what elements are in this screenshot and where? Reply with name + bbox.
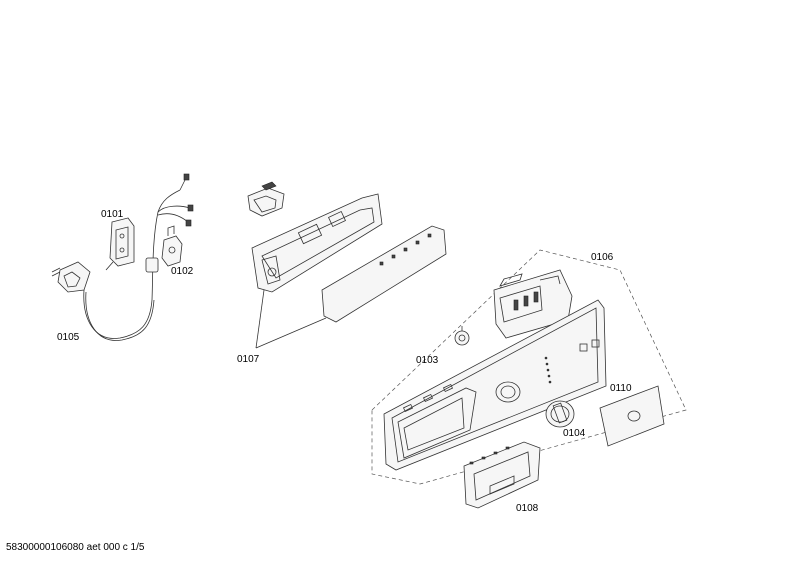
power-cord-part [51, 173, 194, 341]
bracket-part-0101 [105, 217, 135, 271]
label-0108: 0108 [516, 503, 539, 514]
label-0110: 0110 [610, 383, 632, 394]
document-footer-id: 58300000106080 aet 000 c 1/5 [6, 542, 145, 553]
label-0103: 0103 [416, 355, 439, 366]
label-0106: 0106 [591, 252, 614, 263]
leader-0107-b [255, 317, 327, 349]
clip-part [247, 181, 285, 217]
selector-module-part [493, 269, 573, 339]
label-0107: 0107 [237, 354, 260, 365]
control-housing-part-0107 [251, 193, 383, 293]
label-0102: 0102 [171, 266, 194, 277]
dial-part-0104 [545, 400, 575, 428]
label-0104: 0104 [563, 428, 586, 439]
drawer-handle-part-0108 [463, 441, 541, 509]
fascia-panel-part-0106 [383, 299, 607, 471]
label-0101: 0101 [101, 209, 124, 220]
knob-part-0103 [454, 326, 470, 346]
filter-part-0102 [161, 225, 183, 267]
cover-plate-part-0110 [599, 385, 665, 447]
circuit-board-part [321, 225, 447, 323]
assembly-outline-0106 [371, 249, 687, 485]
leader-0107-a [255, 289, 265, 349]
label-0105: 0105 [57, 332, 80, 343]
